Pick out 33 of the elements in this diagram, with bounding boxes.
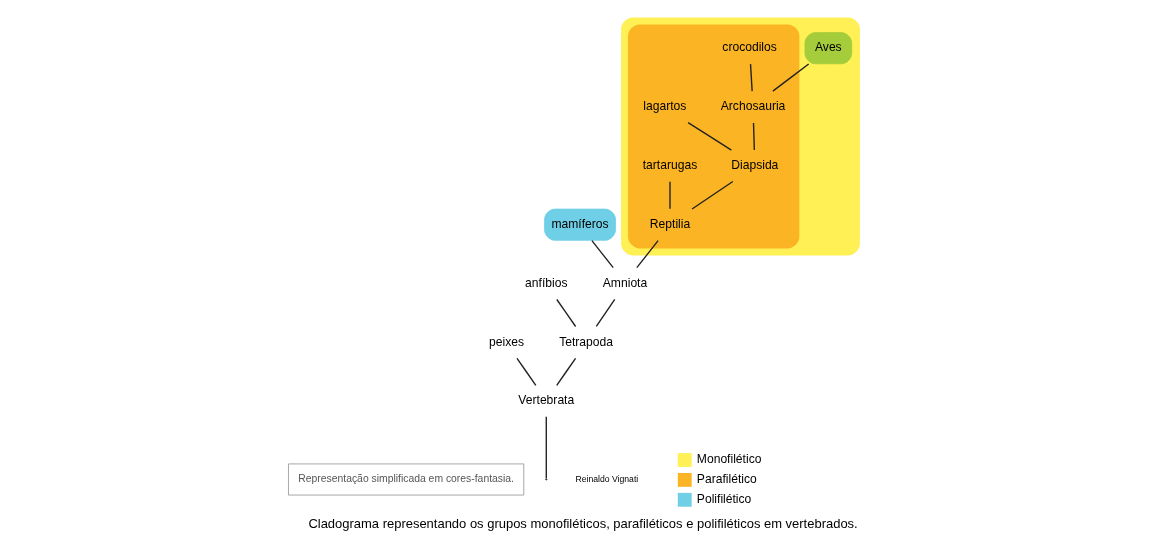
legend-label: Parafilético <box>696 472 757 487</box>
node-box: Representação simplificada em cores-fantasia. <box>287 463 524 496</box>
node-text: Archosauria <box>720 99 785 114</box>
node-text: anfíbios <box>524 275 567 290</box>
cluster <box>620 17 860 256</box>
node-text: tartarugas <box>642 158 697 173</box>
node-text: Vertebrata <box>517 393 574 408</box>
legend-label: Polifilético <box>696 492 751 507</box>
node-text: peixes <box>488 334 524 349</box>
label: Reinaldo Vignati <box>574 473 638 484</box>
node-text: Reptilia <box>649 216 690 231</box>
node-box: Aves <box>804 32 852 65</box>
connector <box>555 357 576 386</box>
node-box: mamíferos <box>543 208 616 241</box>
node-text: Tetrapoda <box>558 334 613 349</box>
legend-label: Monofilético <box>696 452 761 467</box>
connector <box>515 357 537 386</box>
node-text: lagartos <box>642 99 686 114</box>
connector <box>595 298 615 328</box>
connector <box>545 416 547 480</box>
connector <box>668 181 671 210</box>
node-text: Amniota <box>602 275 647 290</box>
connector <box>555 298 576 328</box>
node-text: Diapsida <box>730 158 778 173</box>
connector <box>590 239 614 269</box>
connector <box>771 63 809 92</box>
cluster <box>627 24 799 249</box>
connector <box>749 63 753 92</box>
connector <box>690 180 734 210</box>
connector <box>686 121 732 151</box>
connector <box>752 122 755 151</box>
caption: Cladograma representando os grupos monofiléticos, parafiléticos e polifiléticos em vertebrados. <box>307 516 858 532</box>
node-text: crocodilos <box>721 40 777 55</box>
